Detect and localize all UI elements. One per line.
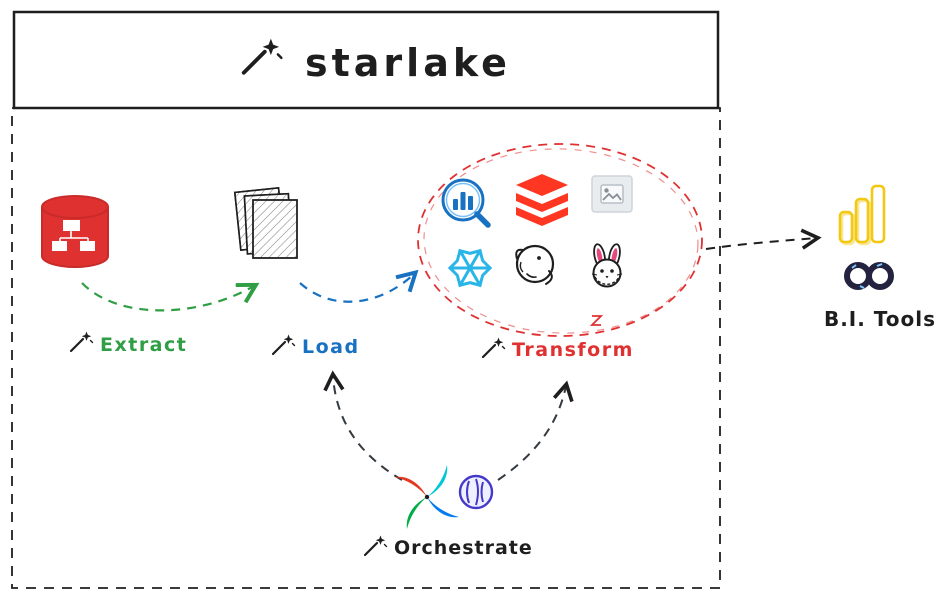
bi-tools-label: B.I. Tools	[824, 307, 936, 331]
extract-label: Extract	[69, 330, 187, 356]
database-icon	[41, 195, 109, 268]
files-icon	[233, 186, 298, 259]
extract-arrow	[81, 282, 260, 312]
orchestrate-label-text: Orchestrate	[394, 537, 533, 559]
transform-label: Transform	[481, 336, 634, 361]
orchestrate-wand-icon	[363, 534, 388, 557]
orchestrate-to-transform-arrow	[497, 380, 574, 481]
load-label-text: Load	[302, 336, 360, 358]
dagster-icon	[458, 474, 494, 510]
bi-arrow	[705, 228, 822, 250]
powerbi-icon	[838, 184, 886, 246]
orchestrate-to-load-arrow	[323, 370, 403, 481]
load-label: Load	[271, 333, 360, 358]
airflow-icon	[395, 465, 459, 529]
extract-wand-icon	[69, 330, 94, 353]
app-title: starlake	[305, 41, 511, 85]
load-wand-icon	[271, 333, 296, 356]
title-box-border	[12, 10, 720, 110]
databricks-icon	[516, 174, 568, 226]
warehouses-ellipse	[417, 143, 703, 337]
trino-icon	[591, 243, 623, 288]
transform-wand-icon	[481, 336, 506, 359]
image-placeholder-icon	[591, 175, 633, 213]
title-box: starlake	[12, 10, 720, 110]
snowflake-icon	[447, 248, 493, 288]
postgresql-icon	[515, 244, 555, 285]
load-arrow	[299, 269, 419, 303]
extract-label-text: Extract	[100, 334, 187, 356]
superset-icon	[844, 262, 894, 290]
ellipse-z-squiggle	[589, 315, 604, 326]
bigquery-icon	[441, 178, 491, 228]
transform-label-text: Transform	[512, 339, 634, 361]
orchestrate-label: Orchestrate	[363, 534, 533, 559]
